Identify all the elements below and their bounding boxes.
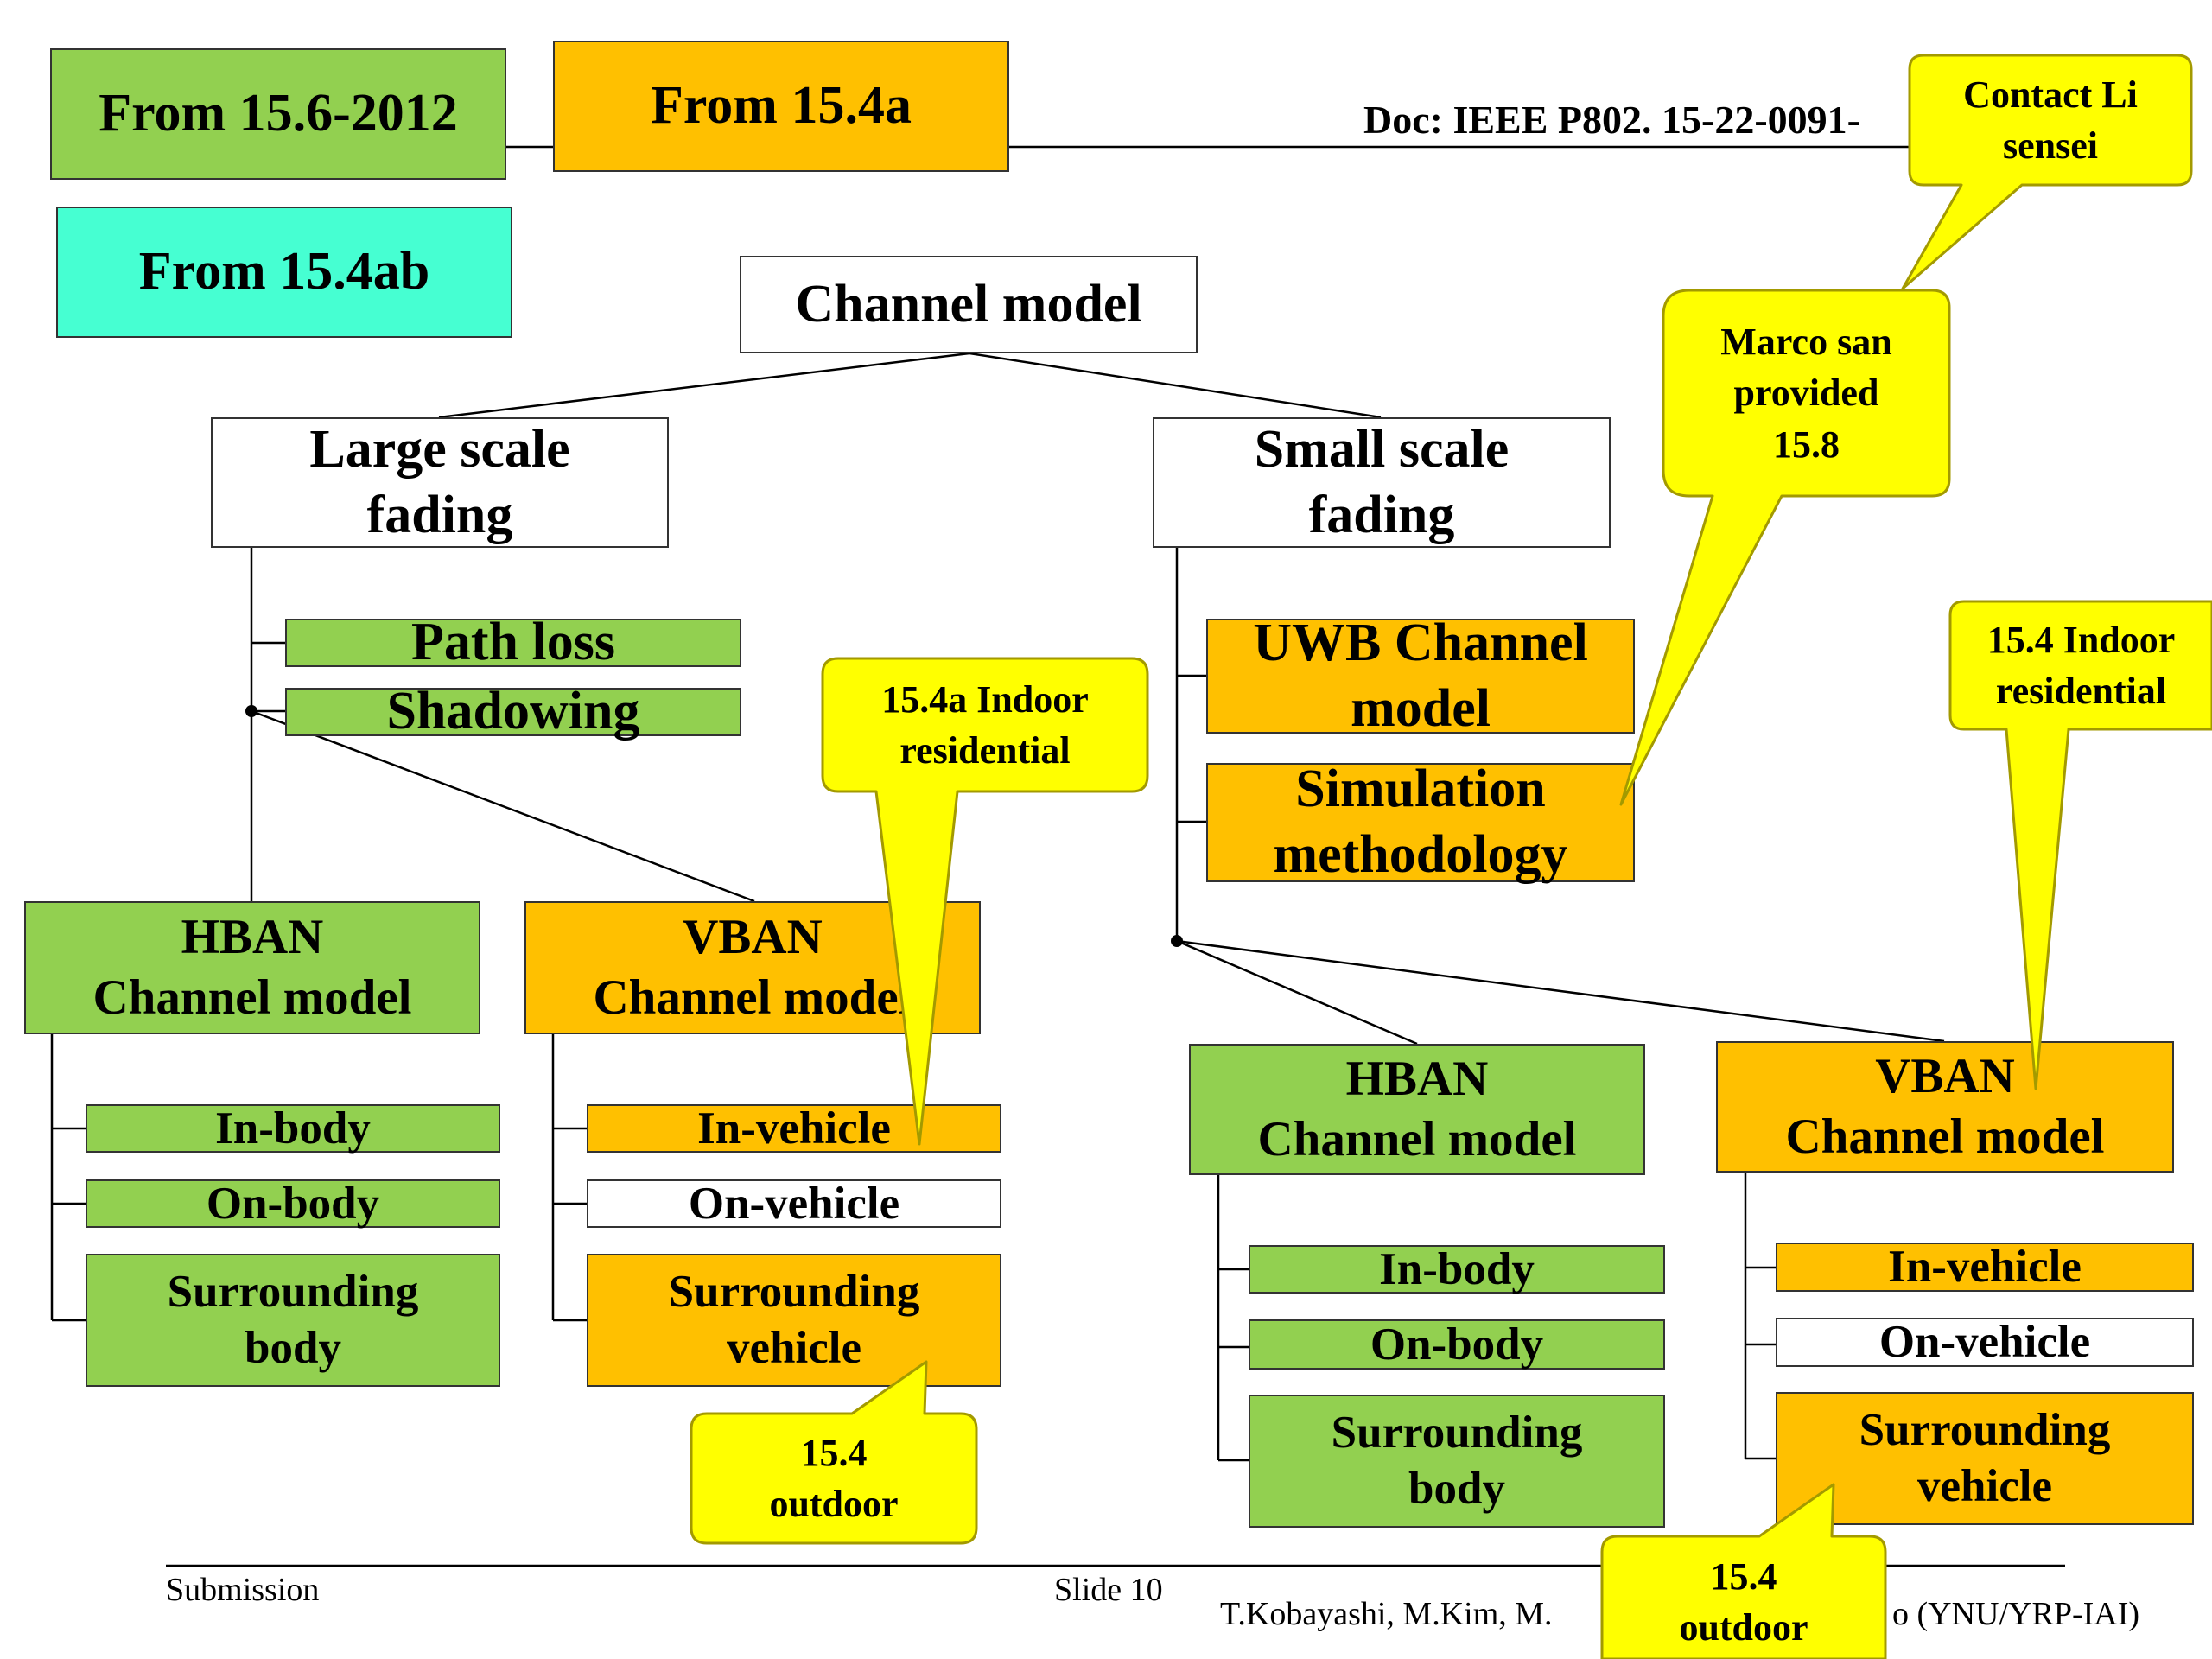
callout-contact-li: Contact Li sensei	[1963, 73, 2138, 167]
callout-outdoor-left: 15.4 outdoor	[769, 1431, 899, 1525]
callout-indoor-15-4-shape	[1948, 600, 2212, 1090]
legend-from-15-6: From 15.6-2012	[50, 48, 506, 180]
right-vban-on-vehicle: On-vehicle	[1776, 1317, 2194, 1367]
left-hban-on-body: On-body	[86, 1179, 500, 1229]
left-hban-in-body: In-body	[86, 1103, 500, 1154]
simulation-methodology: Simulation methodology	[1206, 760, 1635, 884]
shadowing: Shadowing	[285, 682, 741, 741]
right-hban-in-body: In-body	[1249, 1244, 1665, 1294]
callout-indoor-15-4a: 15.4a Indoor residential	[881, 677, 1089, 772]
left-vban-surrounding-vehicle: Surrounding vehicle	[587, 1254, 1001, 1387]
right-vban-surrounding-vehicle: Surrounding vehicle	[1776, 1392, 2194, 1525]
left-vban-in-vehicle: In-vehicle	[587, 1103, 1001, 1154]
callout-indoor-15-4: 15.4 Indoor residential	[1986, 618, 2176, 712]
right-vban-channel-model: VBAN Channel model	[1716, 1041, 2174, 1173]
uwb-channel-model: UWB Channel model	[1206, 613, 1635, 738]
left-hban-channel-model: HBAN Channel model	[24, 901, 480, 1034]
legend-from-15-4a: From 15.4a	[553, 41, 1009, 172]
right-vban-in-vehicle: In-vehicle	[1776, 1242, 2194, 1292]
right-hban-on-body: On-body	[1249, 1319, 1665, 1370]
callout-indoor-15-4a-shape	[821, 657, 1149, 1146]
footer-authors-right: o (YNU/YRP-IAI)	[1892, 1596, 2140, 1632]
path-loss: Path loss	[285, 613, 741, 671]
callout-contact-li-shape	[1901, 54, 2193, 290]
footer-authors-left: T.Kobayashi, M.Kim, M.	[1220, 1596, 1553, 1632]
callout-outdoor-right: 15.4 outdoor	[1679, 1554, 1808, 1649]
doc-id: Doc: IEEE P802. 15-22-0091-	[1363, 98, 1860, 142]
legend-from-15-4ab: From 15.4ab	[56, 207, 512, 338]
small-scale-fading: Small scale fading	[1153, 417, 1611, 548]
right-hban-channel-model: HBAN Channel model	[1189, 1044, 1645, 1175]
channel-model-root: Channel model	[740, 256, 1198, 353]
callout-outdoor-left-shape	[690, 1360, 978, 1545]
left-hban-surrounding-body: Surrounding body	[86, 1254, 500, 1387]
footer-slide-number: Slide 10	[1054, 1572, 1163, 1608]
left-vban-on-vehicle: On-vehicle	[587, 1179, 1001, 1229]
footer-submission: Submission	[166, 1572, 320, 1608]
callout-marco-shape	[1619, 289, 1951, 806]
large-scale-fading: Large scale fading	[211, 417, 669, 548]
right-hban-surrounding-body: Surrounding body	[1249, 1395, 1665, 1528]
callout-marco: Marco san provided 15.8	[1720, 320, 1892, 466]
callout-outdoor-right-shape	[1600, 1483, 1887, 1659]
